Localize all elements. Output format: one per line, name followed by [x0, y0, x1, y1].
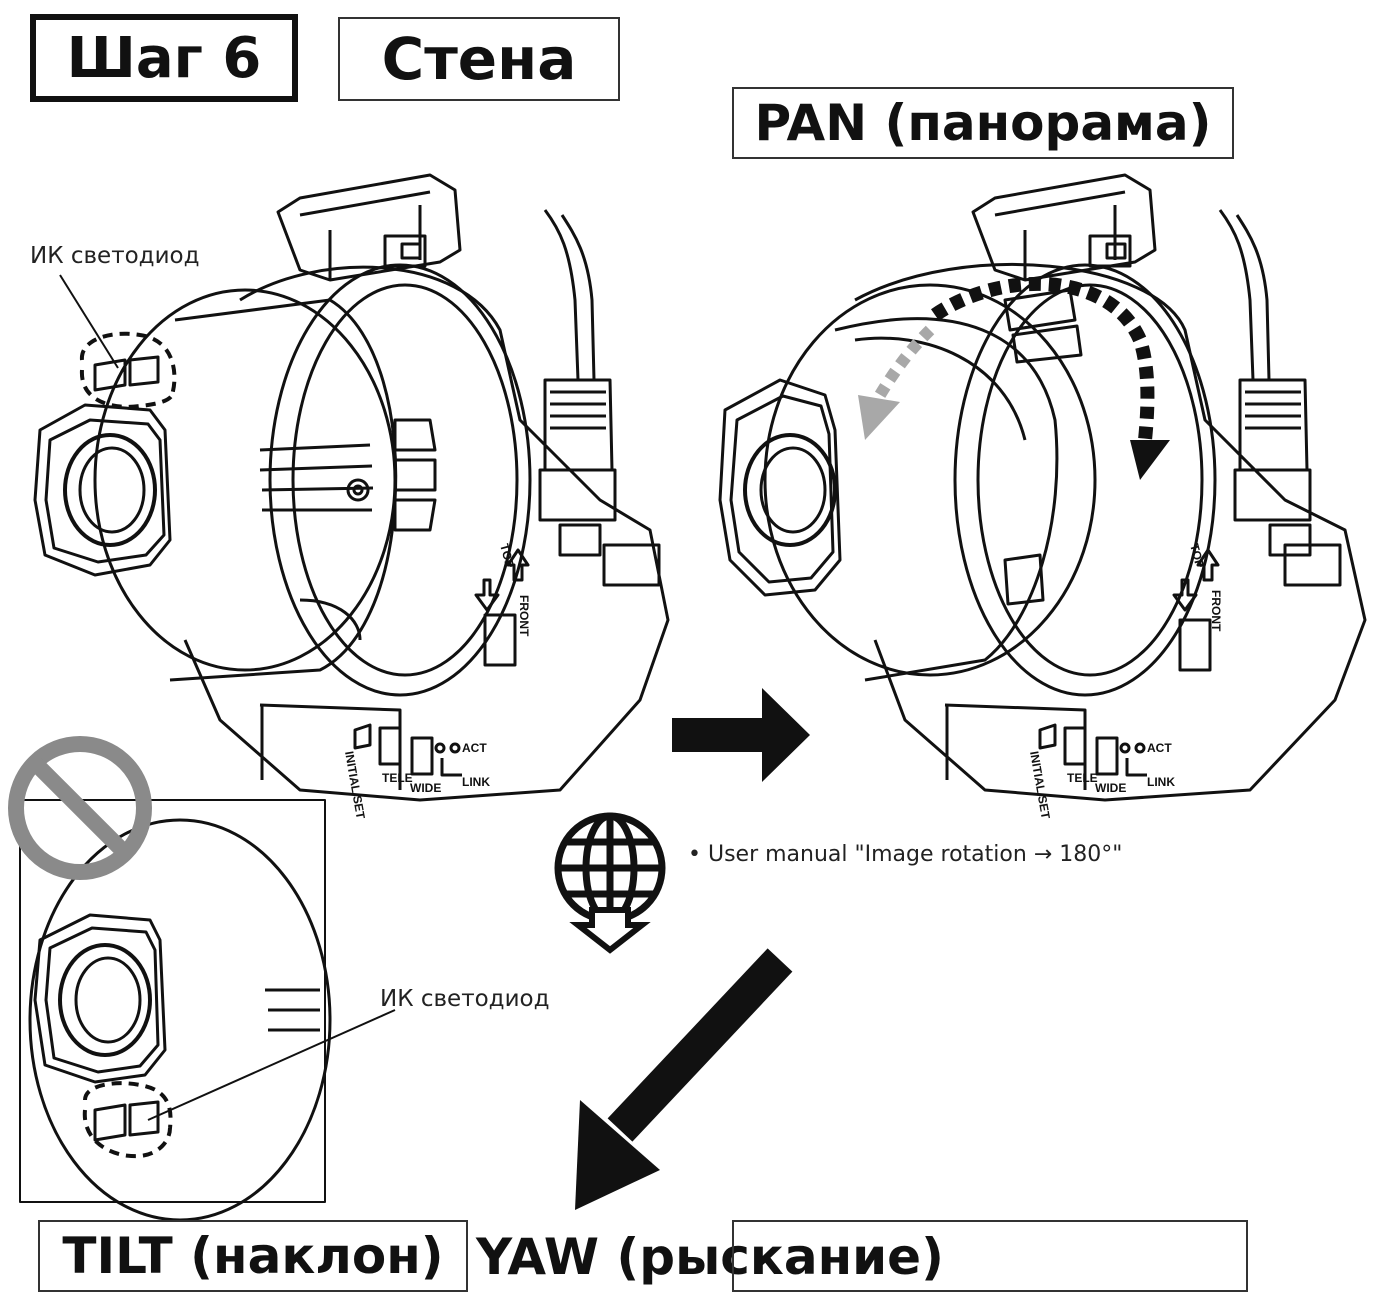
marking-act-2: ACT — [1147, 741, 1172, 755]
marking-front-2: FRONT — [1209, 590, 1223, 632]
marking-front-1: FRONT — [517, 595, 531, 637]
camera-before-illustration — [33, 173, 670, 802]
globe-download-icon — [554, 812, 666, 954]
marking-link-1: LINK — [462, 775, 490, 789]
pan-label: PAN (панорама) — [754, 94, 1212, 152]
arrow-right-icon — [672, 688, 810, 782]
prohibited-inset-illustration — [19, 799, 396, 1222]
tilt-label-box: TILT (наклон) — [38, 1220, 468, 1292]
prohibited-icon — [8, 736, 152, 880]
marking-act-1: ACT — [462, 741, 487, 755]
marking-tele-1: TELE — [382, 771, 413, 785]
yaw-label: YAW (рыскание) — [476, 1228, 944, 1286]
location-label: Стена — [381, 25, 577, 93]
ir-led-label-bottom: ИК светодиод — [380, 986, 550, 1012]
pan-rotation-arrow — [858, 276, 1170, 480]
marking-link-2: LINK — [1147, 775, 1175, 789]
step-label: Шаг 6 — [66, 25, 262, 91]
location-label-box: Стена — [338, 17, 620, 101]
yaw-label-box — [732, 1220, 1248, 1292]
marking-top-1: TOP — [497, 542, 517, 569]
arrow-down-left-icon — [575, 948, 793, 1210]
pan-label-box: PAN (панорама) — [732, 87, 1234, 159]
marking-top-2: TOP — [1187, 542, 1207, 569]
marking-wide-2: WIDE — [1095, 781, 1126, 795]
ir-led-label-top: ИК светодиод — [30, 243, 200, 269]
step-label-box: Шаг 6 — [30, 14, 298, 102]
tilt-label: TILT (наклон) — [62, 1227, 444, 1285]
camera-after-illustration — [718, 173, 1367, 802]
marking-initial-set-1: INITIAL SET — [342, 750, 368, 821]
marking-initial-set-2: INITIAL SET — [1027, 750, 1053, 821]
marking-wide-1: WIDE — [410, 781, 441, 795]
marking-tele-2: TELE — [1067, 771, 1098, 785]
manual-note: • User manual "Image rotation → 180°" — [688, 842, 1123, 867]
